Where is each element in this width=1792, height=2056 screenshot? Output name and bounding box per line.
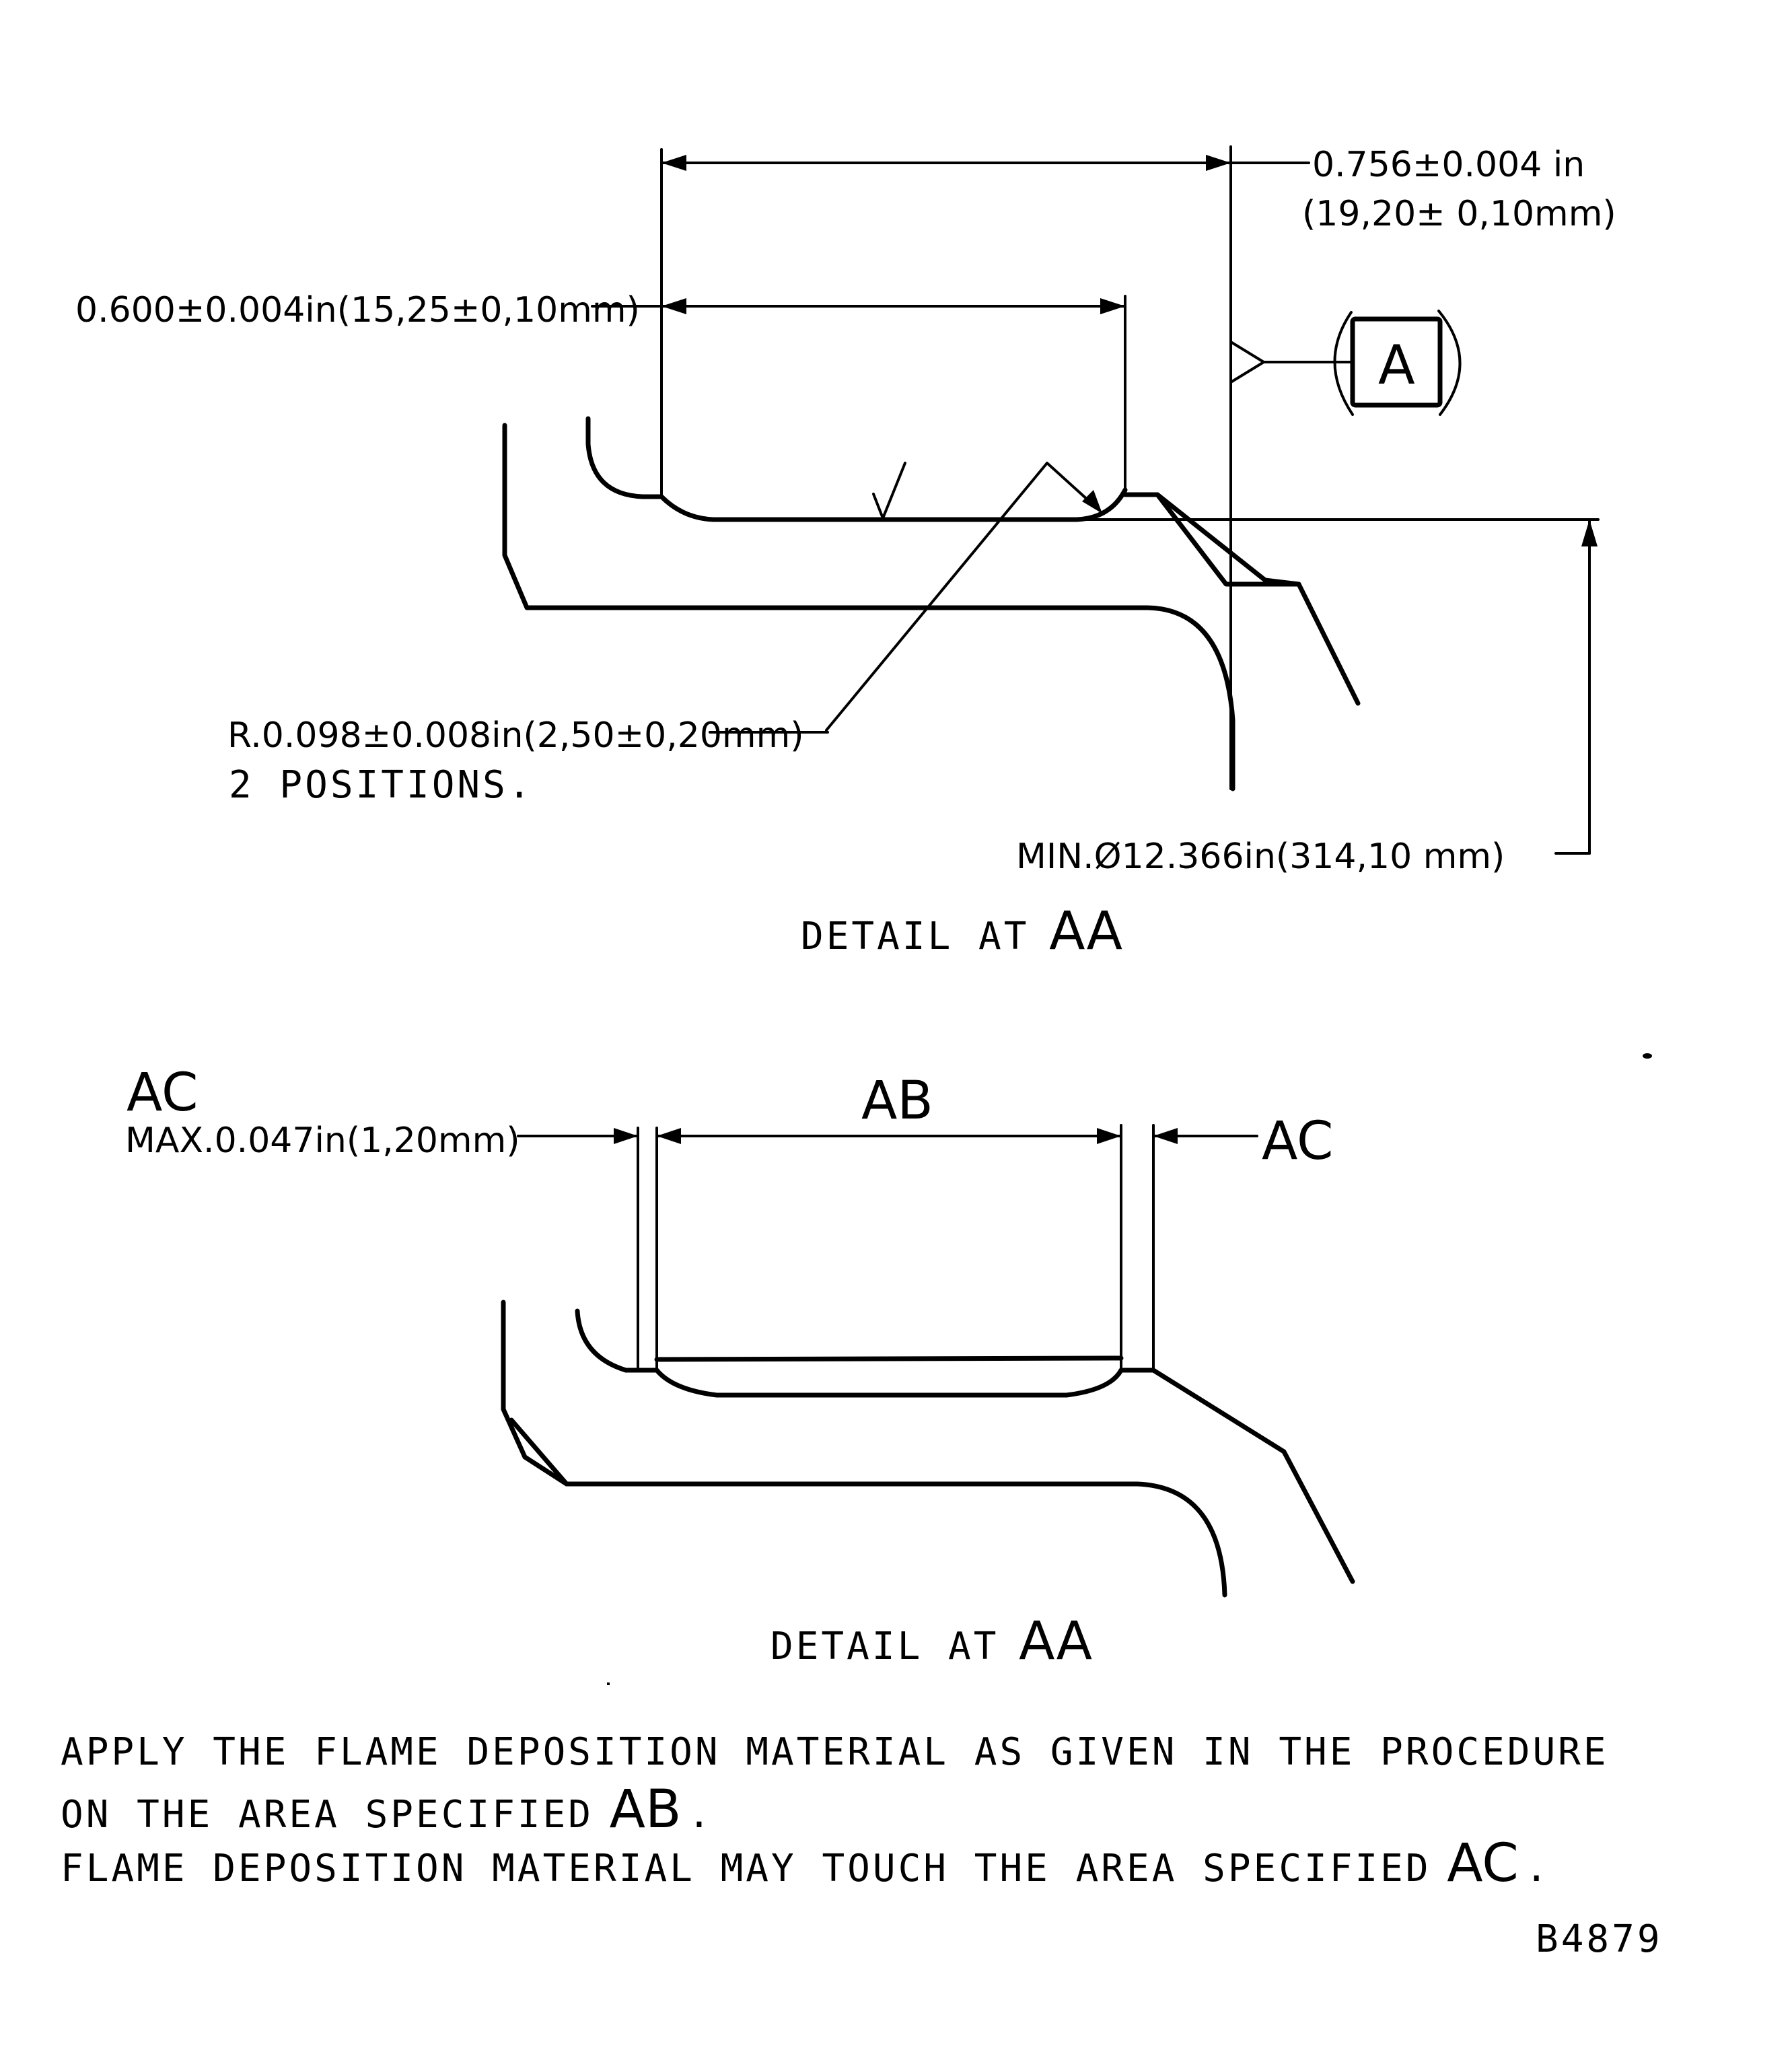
part-outline-right-flank [1151, 1368, 1355, 1584]
datum-paren-left-icon [1333, 311, 1354, 416]
diameter-arrowhead [1581, 520, 1598, 546]
detail-bottom-caption: DETAIL AT AA [770, 1611, 1092, 1672]
part-outline-left-lip [575, 1308, 659, 1373]
scan-speck [1643, 1053, 1652, 1059]
area-ac-label-right: AC [1262, 1111, 1333, 1172]
note-line-2: ON THE AREA SPECIFIED AB . [61, 1779, 713, 1840]
arrowhead-left [661, 298, 686, 314]
arrowhead-left [661, 155, 686, 171]
scan-speck [607, 1682, 610, 1685]
dim-inner: 0.600±0.004in(15,25±0,10mm) [75, 290, 640, 330]
diameter-symbol-icon: Ø [1094, 837, 1122, 877]
detail-top: 0.756±0.004 in (19,20± 0,10mm) 0.600±0.0… [75, 145, 1616, 962]
detail-bottom: AB AC AC MAX.0.047in(1,20mm) DETAIL AT A… [125, 1063, 1355, 1672]
groove-bottom [654, 1368, 1124, 1398]
detail-top-caption: DETAIL AT AA [801, 901, 1122, 962]
surface-finish-icon [872, 462, 906, 520]
area-ac-label-left: AC [127, 1063, 198, 1123]
part-outline-right-step [1122, 492, 1301, 587]
dim-overall-in: 0.756±0.004 in [1312, 145, 1585, 185]
part-outline-outer [501, 1300, 1227, 1598]
part-outline-left-lip [585, 416, 664, 499]
datum-label: A [1378, 334, 1415, 396]
arrowhead-right [1206, 155, 1231, 171]
groove-bottom [659, 487, 1128, 522]
part-outline-right-flank [1155, 492, 1361, 706]
arrowhead-right [1100, 298, 1125, 314]
datum-box [1350, 316, 1443, 408]
arrowhead-ac-right [1153, 1128, 1178, 1144]
datum-paren-right-icon [1437, 310, 1462, 416]
arrowhead-ab-left [657, 1128, 681, 1144]
radius-callout-line1: R.0.098±0.008in(2,50±0,20mm) [227, 715, 804, 756]
radius-callout-line2: 2 POSITIONS. [229, 763, 534, 807]
figure-id: B4879 [1536, 1917, 1663, 1961]
ac-max-dim: MAX.0.047in(1,20mm) [125, 1121, 520, 1161]
radius-leader [709, 462, 1098, 734]
datum-triangle-icon [1229, 341, 1265, 384]
arrowhead-ab-right [1097, 1128, 1121, 1144]
area-ab-label: AB [861, 1071, 933, 1131]
part-outline-outer [502, 423, 1235, 791]
note-line-3: FLAME DEPOSITION MATERIAL MAY TOUCH THE … [61, 1833, 1550, 1894]
min-diameter-label: MIN.Ø12.366in(314,10 mm) [1016, 837, 1505, 877]
arrowhead-ac-left [614, 1128, 638, 1144]
ab-deposit-line [654, 1355, 1124, 1362]
dim-overall-mm: (19,20± 0,10mm) [1302, 194, 1616, 234]
part-outline-outer-base [509, 1417, 569, 1487]
radius-arrowhead [1082, 490, 1102, 513]
note-line-1: APPLY THE FLAME DEPOSITION MATERIAL AS G… [61, 1730, 1609, 1774]
notes: APPLY THE FLAME DEPOSITION MATERIAL AS G… [61, 1730, 1609, 1894]
